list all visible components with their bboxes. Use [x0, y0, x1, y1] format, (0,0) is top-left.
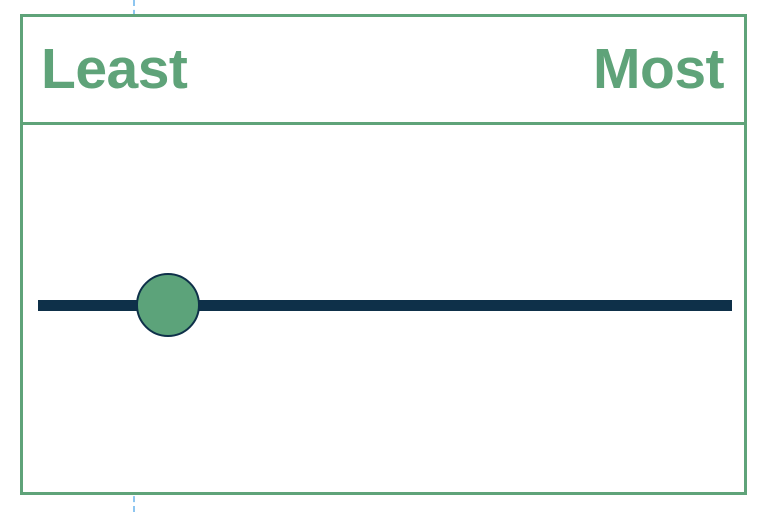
slider-scale-header: Least Most	[23, 17, 744, 125]
rating-slider[interactable]	[23, 125, 744, 492]
slider-thumb-handle[interactable]	[136, 273, 200, 337]
slider-track[interactable]	[38, 300, 732, 311]
slider-card: Least Most	[20, 14, 747, 495]
slider-max-label: Most	[593, 37, 724, 101]
slider-body	[23, 125, 744, 492]
slider-min-label: Least	[41, 37, 188, 101]
